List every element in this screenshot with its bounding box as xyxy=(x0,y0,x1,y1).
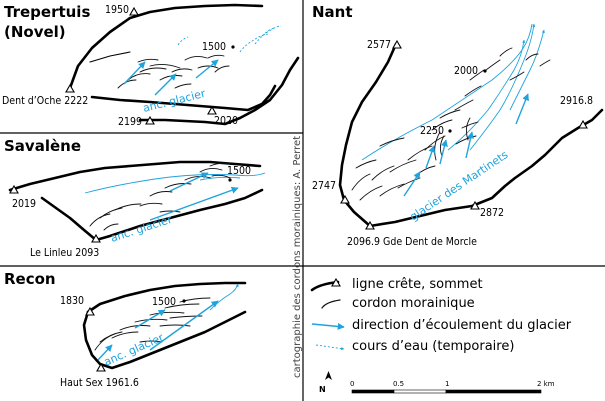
moraine-group-recon xyxy=(94,297,211,351)
legend-label-ridge: ligne crête, sommet xyxy=(352,277,483,292)
label-haut-sex: Haut Sex 1961.6 xyxy=(60,377,139,389)
summit-2199: 2199 xyxy=(118,115,155,128)
scale-tick-1: 1 xyxy=(445,380,449,388)
panel-recon: Recon 1830 1500 xyxy=(4,270,247,389)
point-1500-recon: 1500 xyxy=(152,296,186,308)
label-1950: 1950 xyxy=(105,4,129,16)
panel-title-savalene: Savalène xyxy=(4,137,81,155)
stream-savalene-2 xyxy=(199,176,241,181)
stream-icon xyxy=(315,344,345,351)
scale-bar: 0 0.5 1 2 km xyxy=(350,380,555,394)
flow-arrow-savalene-1 xyxy=(149,186,239,221)
label-2199: 2199 xyxy=(118,116,142,128)
flow-arrow-recon-3 xyxy=(134,309,166,329)
panel-title-recon: Recon xyxy=(4,270,56,288)
flow-arrow-recon-2 xyxy=(149,300,219,351)
label-dent-morcle: 2096.9 Gde Dent de Morcle xyxy=(347,236,477,248)
label-1500-savalene: 1500 xyxy=(227,165,251,177)
label-1500-recon: 1500 xyxy=(152,296,176,308)
label-1830: 1830 xyxy=(60,295,84,307)
label-2020: 2020 xyxy=(214,115,238,127)
label-2577: 2577 xyxy=(367,39,391,51)
panel-savalene: Savalène 2019 1500 xyxy=(4,137,266,259)
scale-tick-2: 2 km xyxy=(537,380,555,388)
legend-item-flow: direction d’écoulement du glacier xyxy=(311,318,572,333)
legend-label-flow: direction d’écoulement du glacier xyxy=(352,318,572,333)
stream-trepertuis-3 xyxy=(254,25,282,45)
label-2000: 2000 xyxy=(454,65,478,77)
label-2916: 2916.8 xyxy=(560,95,593,107)
panel-trepertuis: Trepertuis (Novel) 1950 xyxy=(2,3,300,128)
flow-arrow-nant-1 xyxy=(403,171,421,197)
glacier-label-savalene: anc. glacier xyxy=(109,213,174,245)
flow-arrow-icon xyxy=(311,322,345,330)
flow-arrow-nant-2 xyxy=(425,145,436,169)
flow-arrow-nant-5 xyxy=(515,93,529,125)
flow-arrow-savalene-2 xyxy=(169,172,209,192)
legend-item-ridge: ligne crête, sommet xyxy=(310,277,483,292)
flow-arrow-trepertuis-1 xyxy=(123,61,146,85)
flow-arrow-nant-3 xyxy=(439,139,448,165)
stream-trepertuis-4 xyxy=(261,27,275,37)
summit-2020: 2020 xyxy=(207,105,238,127)
panel-title-nant: Nant xyxy=(312,3,353,21)
scale-tick-0: 0 xyxy=(350,380,354,388)
legend-item-moraine: cordon morainique xyxy=(321,296,475,311)
north-label: N xyxy=(319,385,326,394)
legend-label-moraine: cordon morainique xyxy=(352,296,475,311)
point-1500-trepertuis: 1500 xyxy=(202,41,235,53)
point-2000: 2000 xyxy=(454,65,487,77)
stream-trepertuis-2 xyxy=(239,33,271,53)
panel-nant: Nant xyxy=(312,3,604,248)
summit-2747: 2747 xyxy=(312,180,350,204)
flow-arrow-recon-1 xyxy=(97,344,113,361)
north-arrow-icon xyxy=(325,371,332,380)
legend-label-stream: cours d’eau (temporaire) xyxy=(352,339,514,354)
stream-recon-1 xyxy=(209,283,239,311)
summit-2916: 2916.8 xyxy=(560,95,593,129)
summit-linleu: Le Linleu 2093 xyxy=(30,233,101,259)
label-2747: 2747 xyxy=(312,180,336,192)
flow-arrow-trepertuis-3 xyxy=(195,59,219,79)
label-2872: 2872 xyxy=(480,207,504,219)
label-dent-oche: Dent d’Oche 2222 xyxy=(2,95,88,107)
label-linleu: Le Linleu 2093 xyxy=(30,247,99,259)
scale-tick-05: 0.5 xyxy=(393,380,404,388)
point-2250: 2250 xyxy=(420,125,452,137)
label-2019: 2019 xyxy=(12,198,36,210)
summit-dent-oche: Dent d’Oche 2222 xyxy=(2,83,88,107)
summit-1830: 1830 xyxy=(60,295,95,316)
credit-text: cartographie des cordons morainiques: A.… xyxy=(292,136,303,378)
summit-2872: 2872 xyxy=(470,200,504,219)
summit-dent-morcle: 2096.9 Gde Dent de Morcle xyxy=(347,220,477,248)
panel-subtitle-novel: (Novel) xyxy=(4,23,66,41)
moraine-group-savalene xyxy=(89,162,231,231)
summit-1950: 1950 xyxy=(105,4,139,16)
glacier-label-recon: anc. glacier xyxy=(102,331,166,369)
summit-2577: 2577 xyxy=(367,39,402,51)
legend: ligne crête, sommet cordon morainique di… xyxy=(310,277,572,354)
moraine-group-trepertuis xyxy=(117,54,230,89)
glacier-label-trepertuis: anc. glacier xyxy=(142,87,208,115)
panel-title-trepertuis: Trepertuis xyxy=(4,3,90,21)
summit-2019: 2019 xyxy=(9,184,36,210)
label-2250: 2250 xyxy=(420,125,444,137)
flow-arrow-trepertuis-2 xyxy=(154,73,177,96)
flow-arrow-nant-4 xyxy=(465,131,474,159)
label-1500-trepertuis: 1500 xyxy=(202,41,226,53)
stream-trepertuis-1 xyxy=(177,36,189,46)
moraine-icon xyxy=(321,299,341,309)
summit-haut-sex: Haut Sex 1961.6 xyxy=(60,362,139,389)
legend-item-stream: cours d’eau (temporaire) xyxy=(315,339,514,354)
point-1500-savalene: 1500 xyxy=(227,165,251,182)
north-arrow: N xyxy=(319,371,332,394)
stream-savalene-1 xyxy=(84,172,266,194)
